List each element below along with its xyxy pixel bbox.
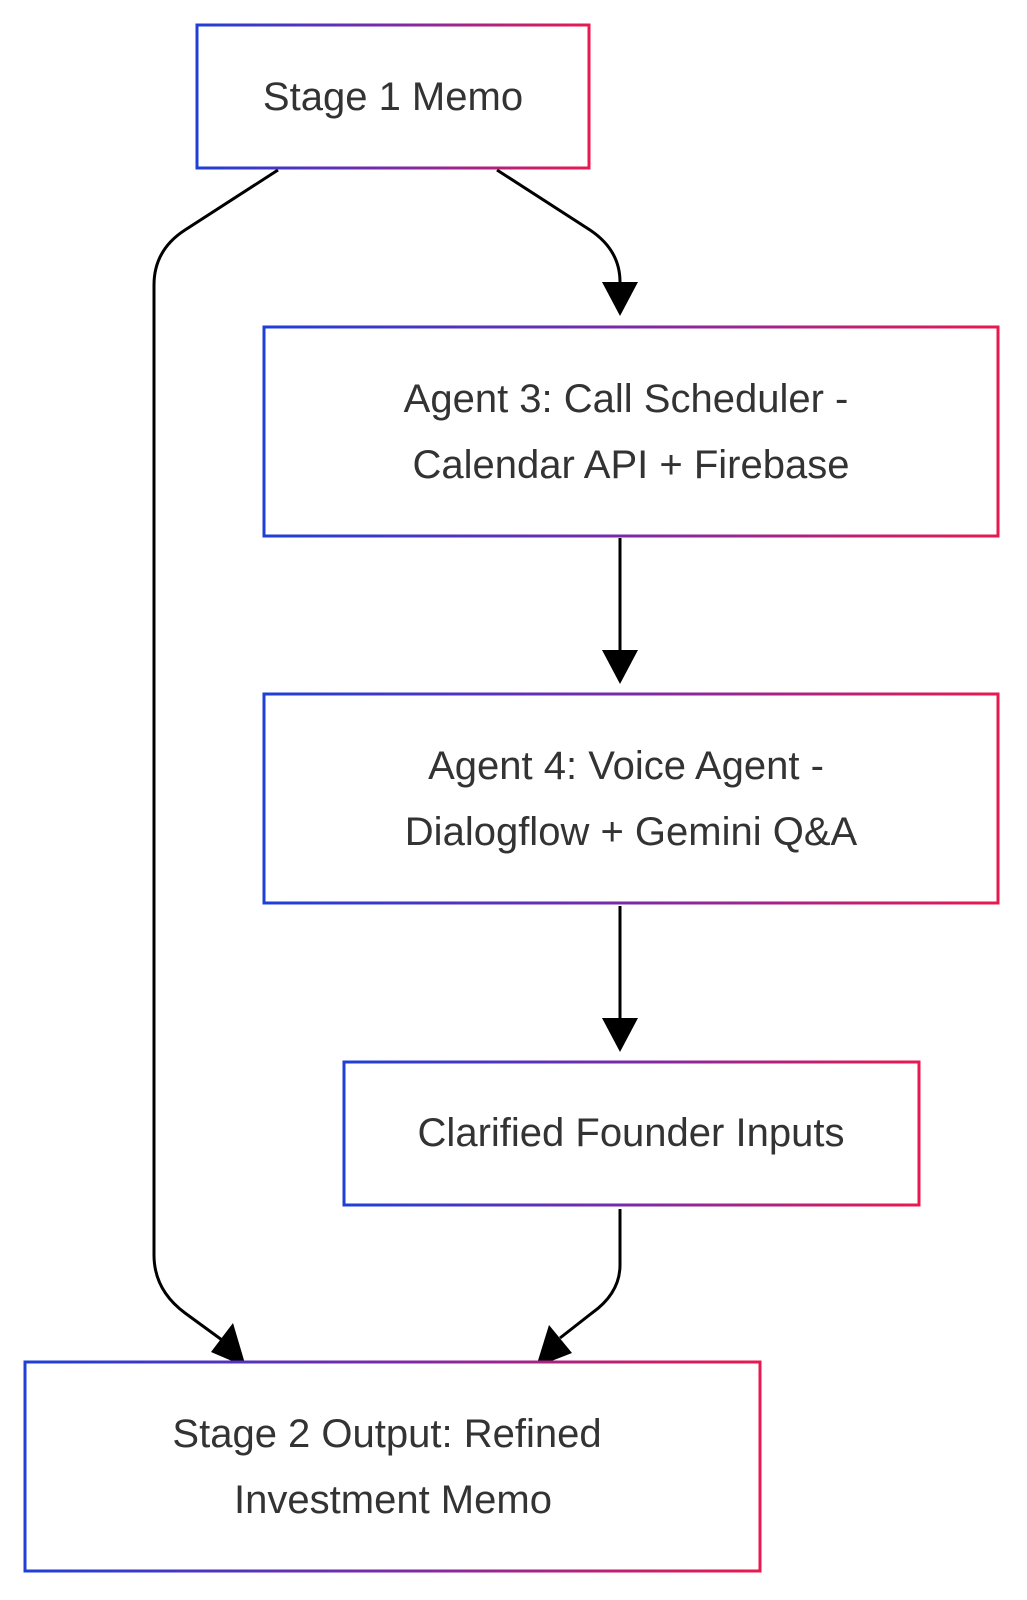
arrowhead-agent3: [602, 282, 638, 316]
edges: [152, 168, 638, 1367]
arrowhead-agent4: [602, 650, 638, 684]
node-stage2-output: Stage 2 Output: Refined Investment Memo: [23, 1360, 762, 1573]
edge-stage1-to-agent3: [496, 168, 622, 283]
node-stage2-label-line2: Investment Memo: [234, 1478, 552, 1522]
node-stage1-memo-label: Stage 1 Memo: [263, 75, 523, 119]
edge-clarified-to-stage2: [559, 1209, 622, 1340]
arrowhead-clarified: [602, 1018, 638, 1052]
arrowhead-stage2-left: [211, 1323, 246, 1367]
edge-stage1-to-stage2: [152, 168, 279, 1342]
nodes: Stage 1 Memo Agent 3: Call Scheduler - C…: [23, 23, 1000, 1573]
node-agent4-voice-agent: Agent 4: Voice Agent - Dialogflow + Gemi…: [262, 692, 1000, 905]
node-clarified-founder-inputs: Clarified Founder Inputs: [342, 1060, 921, 1207]
node-agent4-label-line2: Dialogflow + Gemini Q&A: [405, 810, 858, 854]
node-stage2-label-line1: Stage 2 Output: Refined: [172, 1412, 601, 1456]
node-agent3-call-scheduler: Agent 3: Call Scheduler - Calendar API +…: [262, 325, 1000, 538]
node-clarified-label: Clarified Founder Inputs: [418, 1111, 845, 1155]
arrowhead-stage2-right: [536, 1325, 572, 1367]
node-agent4-label-line1: Agent 4: Voice Agent -: [428, 744, 824, 788]
node-agent3-label-line1: Agent 3: Call Scheduler -: [404, 377, 849, 421]
node-agent3-label-line2: Calendar API + Firebase: [413, 443, 850, 487]
node-stage1-memo: Stage 1 Memo: [195, 23, 591, 170]
